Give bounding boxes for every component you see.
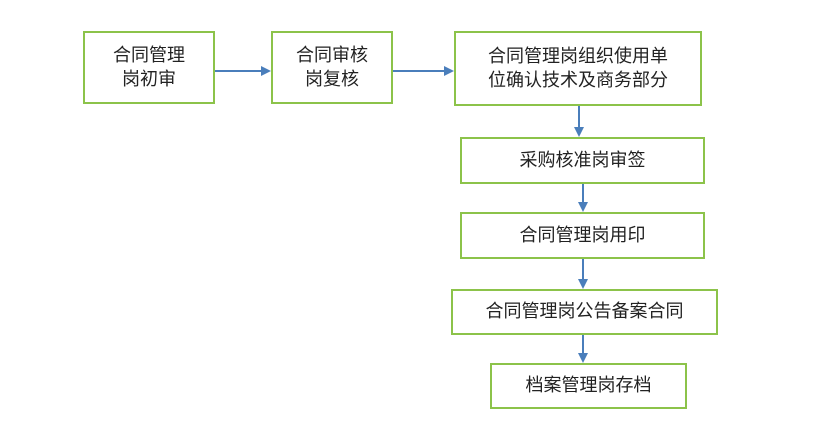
node-user-unit-confirmation: 合同管理岗组织使用单 位确认技术及商务部分	[454, 31, 702, 106]
node-contract-audit-recheck: 合同审核 岗复核	[271, 31, 393, 104]
node-contract-initial-review: 合同管理 岗初审	[83, 31, 215, 104]
node-procurement-approval-sign: 采购核准岗审签	[460, 137, 705, 184]
node-contract-announce-filing: 合同管理岗公告备案合同	[451, 289, 718, 335]
node-archive-storage: 档案管理岗存档	[490, 363, 687, 409]
node-contract-seal: 合同管理岗用印	[460, 212, 705, 259]
